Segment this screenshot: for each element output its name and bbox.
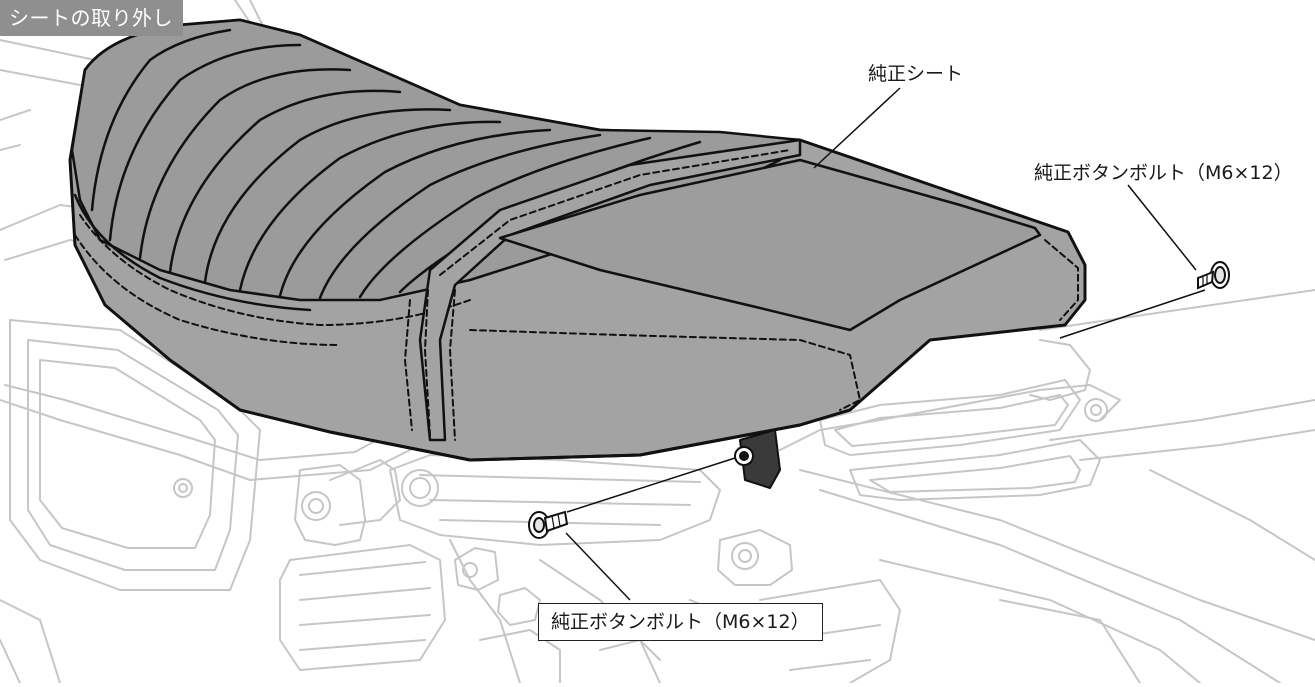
label-stock-seat: 純正シート: [868, 63, 964, 85]
section-title-tag: シートの取り外し: [0, 0, 183, 36]
stock-seat: [68, 18, 1087, 489]
label-bolt-rear: 純正ボタンボルト（M6×12）: [1034, 162, 1293, 184]
label-bolt-front: 純正ボタンボルト（M6×12）: [538, 603, 823, 641]
leader-lines: [565, 87, 1206, 601]
seat-bracket: [739, 429, 781, 489]
bolt-front-icon: [528, 510, 569, 539]
bolt-rear-icon: [1197, 261, 1230, 290]
